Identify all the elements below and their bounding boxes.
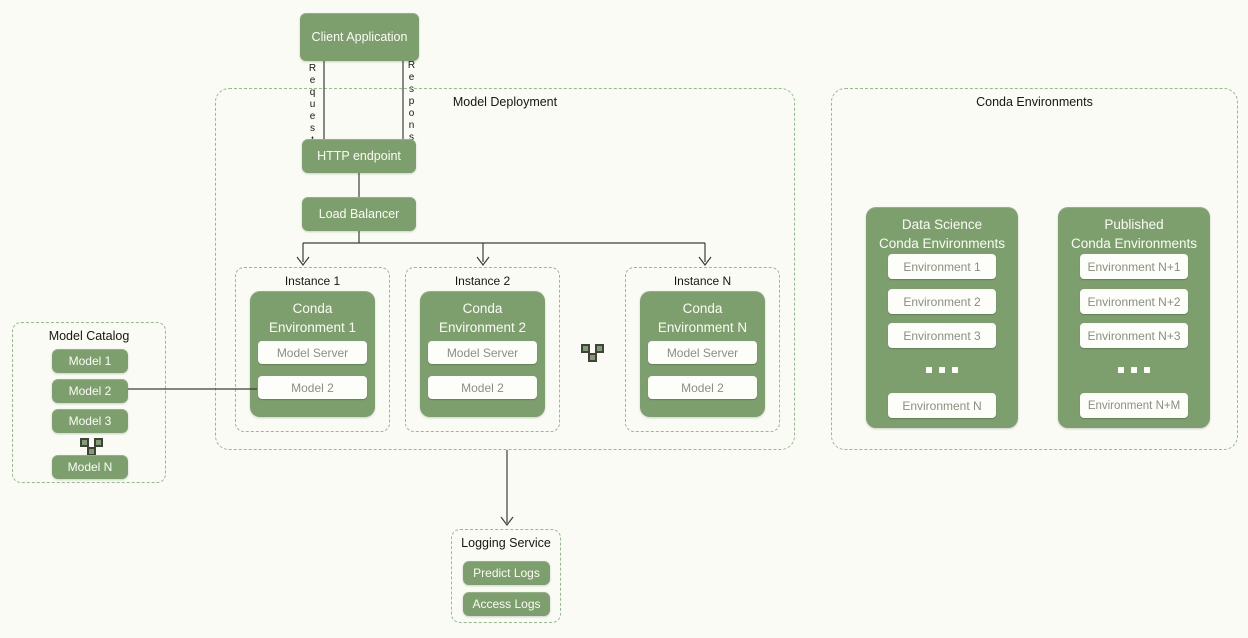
access-logs-node: Access Logs	[463, 592, 550, 616]
http-endpoint-label: HTTP endpoint	[317, 149, 401, 163]
environment-1: Environment 1	[888, 254, 996, 279]
instance-n-env-title-line2: Environment N	[657, 319, 748, 335]
model-catalog-item-3: Model 3	[52, 409, 128, 433]
instance-1-env-title-line1: Conda	[292, 301, 333, 316]
ellipsis-square-icon	[587, 353, 597, 362]
instance-1-env-title-line2: Environment 1	[268, 319, 357, 335]
predict-logs-node: Predict Logs	[463, 561, 550, 585]
environment-3: Environment 3	[888, 323, 996, 348]
environment-n1: Environment N+1	[1080, 254, 1188, 279]
instance-2-env-title-line1: Conda	[462, 301, 503, 316]
ellipsis-square-icon	[93, 438, 103, 447]
instance-n-conda-environment: Conda Environment N Model Server Model 2	[640, 291, 765, 417]
client-application-label: Client Application	[311, 30, 408, 44]
ellipsis-square-icon	[1144, 367, 1150, 373]
environment-nm: Environment N+M	[1080, 393, 1188, 418]
data-science-title-line2: Conda Environments	[878, 235, 1006, 251]
instance-n-container: Instance N Conda Environment N Model Ser…	[625, 267, 780, 432]
instance-2-container: Instance 2 Conda Environment 2 Model Ser…	[405, 267, 560, 432]
instances-ellipsis-squares-icon	[574, 344, 610, 362]
environment-2: Environment 2	[888, 289, 996, 314]
published-title-line2: Conda Environments	[1070, 235, 1198, 251]
conda-environments-container: Conda Environments Data Science Conda En…	[831, 88, 1238, 450]
conda-environments-title: Conda Environments	[976, 95, 1093, 109]
environment-n: Environment N	[888, 393, 996, 418]
response-edge-label: Response	[406, 60, 417, 156]
ellipsis-square-icon	[952, 367, 958, 373]
instance-1-model-server: Model Server	[258, 341, 367, 364]
ellipsis-square-icon	[594, 344, 604, 353]
instance-2-label: Instance 2	[454, 274, 511, 288]
instance-n-env-title-line1: Conda	[682, 301, 723, 316]
published-title-line1: Published	[1104, 217, 1164, 232]
ellipsis-square-icon	[79, 438, 89, 447]
published-environments-panel: Published Conda Environments Environment…	[1058, 207, 1210, 428]
load-balancer-label: Load Balancer	[318, 207, 400, 221]
model-catalog-item-n: Model N	[52, 455, 128, 479]
load-balancer-node: Load Balancer	[302, 197, 416, 231]
logging-service-title: Logging Service	[461, 536, 551, 550]
model-catalog-title: Model Catalog	[48, 329, 130, 343]
logging-service-container: Logging Service Predict Logs Access Logs	[451, 529, 561, 623]
client-application-node: Client Application	[300, 13, 419, 61]
ellipsis-square-icon	[1131, 367, 1137, 373]
instance-1-container: Instance 1 Conda Environment 1 Model Ser…	[235, 267, 390, 432]
instance-n-model-server: Model Server	[648, 341, 757, 364]
instance-n-label: Instance N	[673, 274, 732, 288]
data-science-title-line1: Data Science	[901, 217, 983, 232]
instance-1-model: Model 2	[258, 376, 367, 399]
environment-n2: Environment N+2	[1080, 289, 1188, 314]
instance-1-conda-environment: Conda Environment 1 Model Server Model 2	[250, 291, 375, 417]
ellipsis-square-icon	[580, 344, 590, 353]
instance-2-model-server: Model Server	[428, 341, 537, 364]
ellipsis-square-icon	[926, 367, 932, 373]
deployment-to-logging-arrow-head	[500, 516, 514, 526]
ellipsis-square-icon	[1118, 367, 1124, 373]
environment-n3: Environment N+3	[1080, 323, 1188, 348]
instance-2-env-title-line2: Environment 2	[438, 319, 527, 335]
published-ellipsis-squares-icon	[1114, 367, 1154, 373]
instance-2-model: Model 2	[428, 376, 537, 399]
data-science-environments-panel: Data Science Conda Environments Environm…	[866, 207, 1018, 428]
model-catalog-ellipsis-squares-icon	[73, 438, 109, 456]
model-catalog-item-2: Model 2	[52, 379, 128, 403]
model-deployment-container: Model Deployment	[215, 88, 795, 450]
model-catalog-container: Model Catalog Model 1 Model 2 Model 3 Mo…	[12, 322, 166, 483]
ellipsis-square-icon	[939, 367, 945, 373]
instance-n-model: Model 2	[648, 376, 757, 399]
request-edge-label: Request	[307, 63, 318, 147]
model-deployment-title: Model Deployment	[452, 95, 558, 109]
http-endpoint-node: HTTP endpoint	[302, 139, 416, 173]
data-science-ellipsis-squares-icon	[922, 367, 962, 373]
instance-2-conda-environment: Conda Environment 2 Model Server Model 2	[420, 291, 545, 417]
instance-1-label: Instance 1	[284, 274, 341, 288]
model-catalog-item-1: Model 1	[52, 349, 128, 373]
